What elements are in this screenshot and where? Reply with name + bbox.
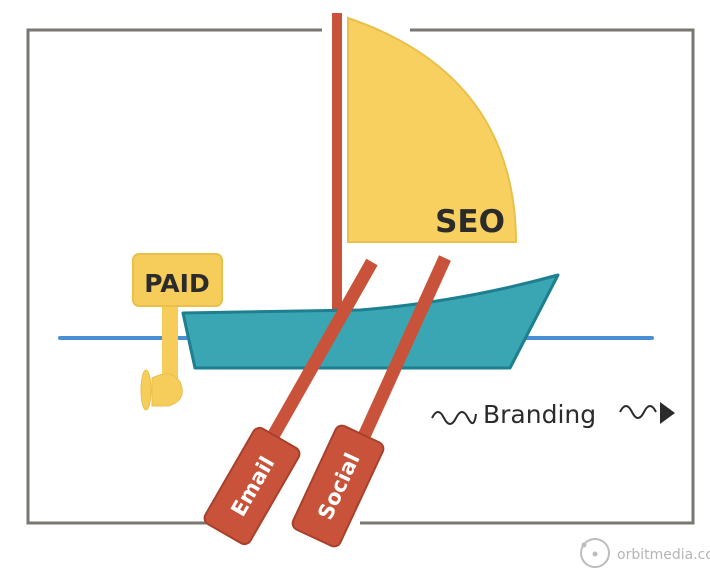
mast: [332, 13, 342, 313]
social-oar: Social: [291, 255, 451, 548]
frame: [26, 28, 695, 525]
watermark-text: orbitmedia.com: [617, 547, 710, 563]
sail: [347, 16, 518, 243]
arrow-head-icon: [660, 402, 675, 424]
watermark: orbitmedia.com: [580, 538, 710, 568]
orbit-logo-icon: [580, 538, 610, 568]
branding-wake: Branding: [431, 400, 675, 429]
boat-hull: [181, 273, 560, 370]
paid-label: PAID: [144, 269, 209, 298]
propeller-icon: [140, 369, 152, 411]
branding-label: Branding: [483, 400, 596, 429]
paid-motor: PAID: [132, 253, 223, 411]
paid-sign: [132, 253, 223, 307]
seo-label: SEO: [435, 204, 505, 240]
